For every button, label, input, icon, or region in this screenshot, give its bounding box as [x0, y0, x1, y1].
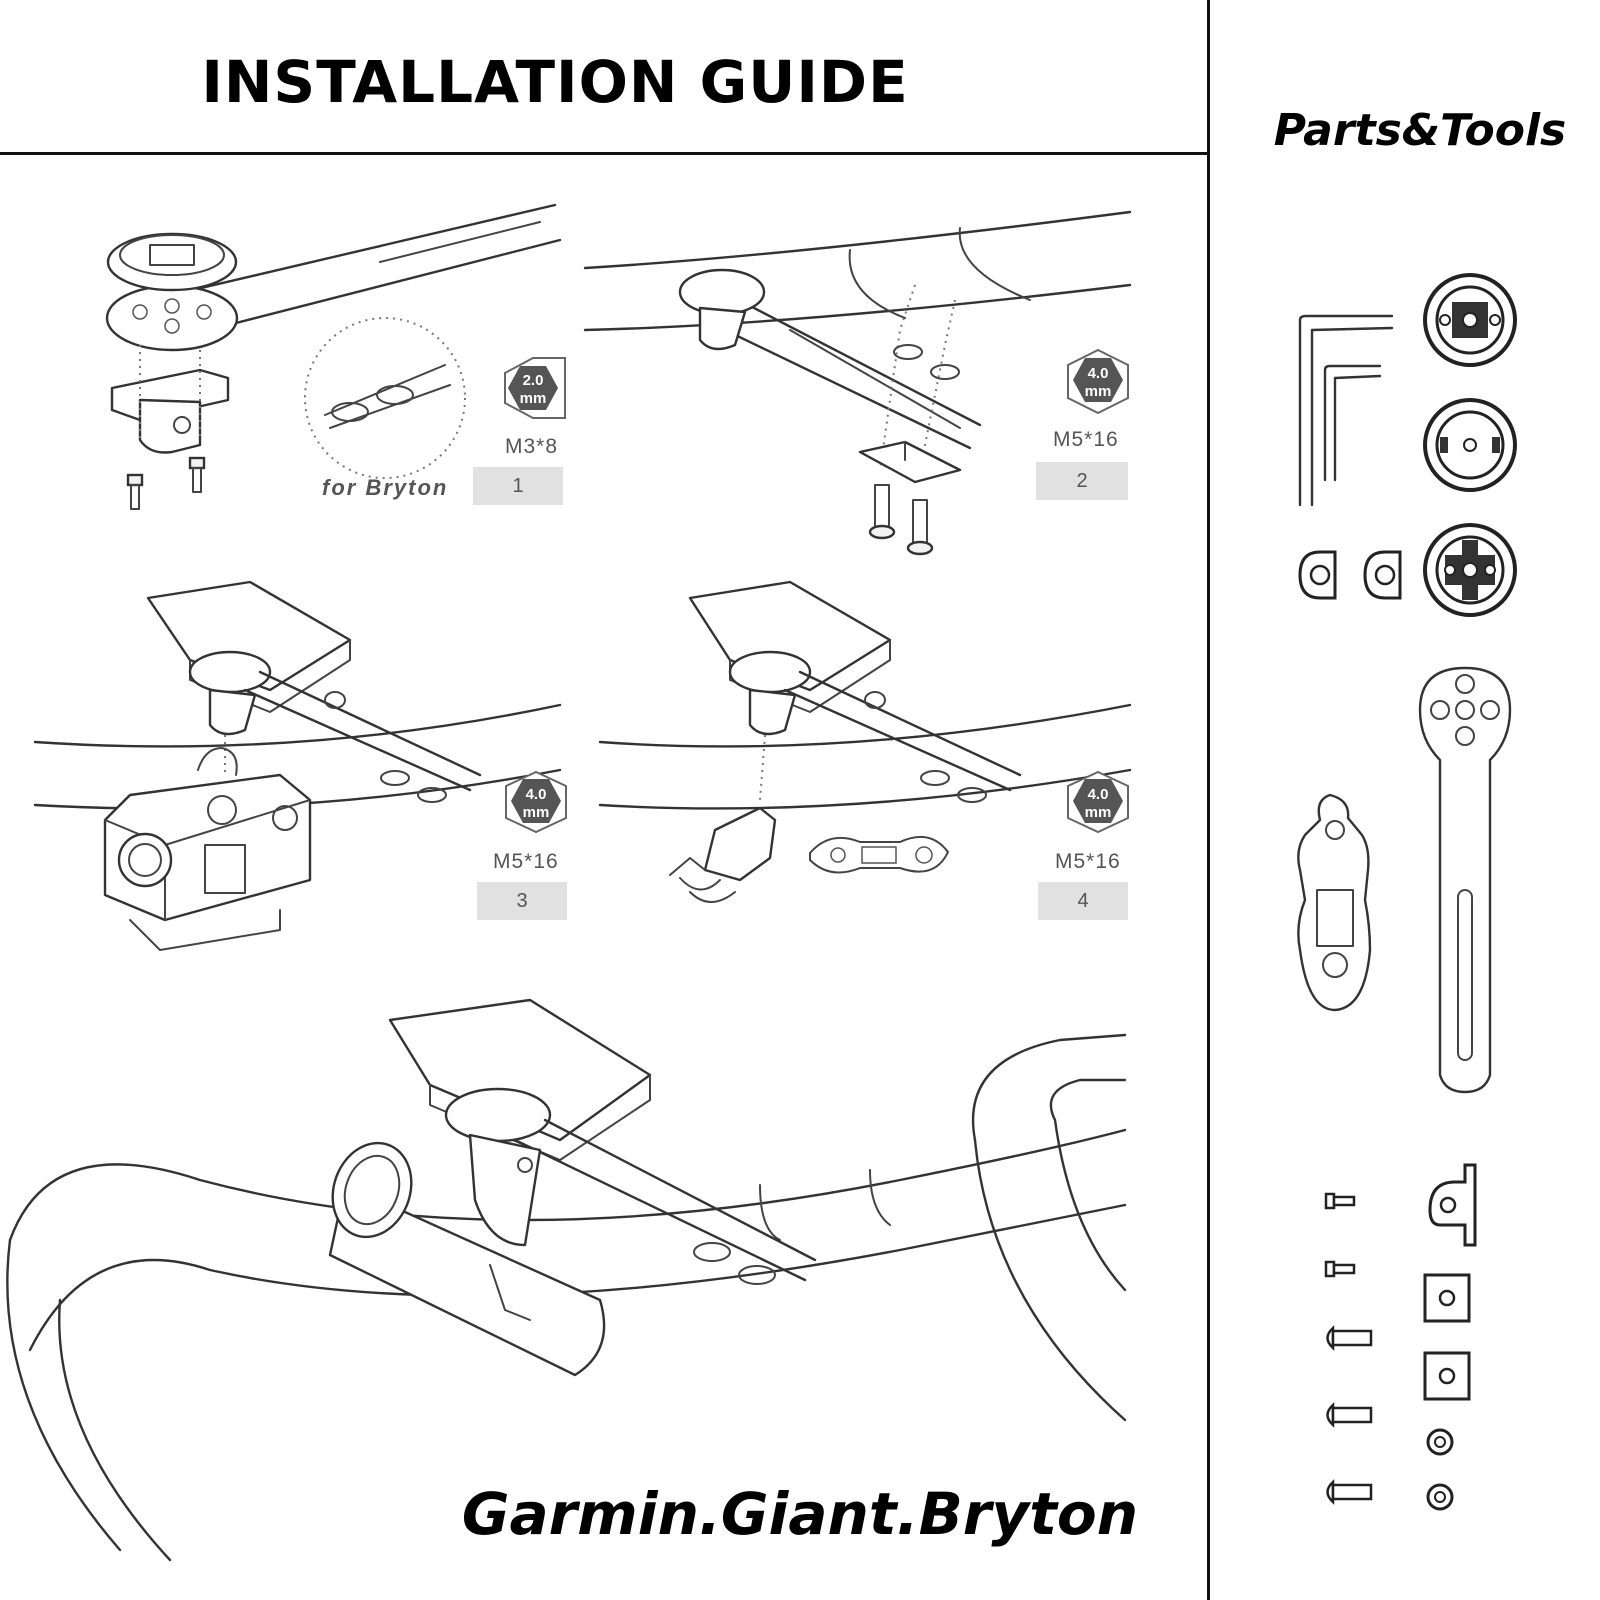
tool-size-unit-1: mm — [520, 390, 547, 407]
step-4-illustration — [598, 580, 1132, 903]
step-1-illustration — [105, 203, 562, 510]
final-assembly-illustration — [6, 998, 1127, 1562]
screw-spec-step-2: M5*16 — [1053, 428, 1119, 451]
tool-size-top-4: 4.0 — [1088, 786, 1109, 803]
out-front-arm-icon — [1418, 666, 1512, 1094]
hex-badge-step-4: 4.0 mm — [1067, 770, 1129, 834]
column-divider — [1207, 0, 1210, 1600]
hex-badge-step-1: 2.0 mm — [504, 357, 566, 419]
screw-spec-step-1: M3*8 — [505, 435, 559, 458]
step-number-3: 3 — [477, 882, 567, 920]
title-divider — [0, 152, 1207, 155]
bryton-detail-label: for Bryton — [322, 475, 449, 500]
plate-icon — [1423, 1273, 1471, 1401]
tool-size-top-1: 2.0 — [523, 372, 544, 389]
shim-icon — [1298, 550, 1402, 600]
screw-spec-step-4: M5*16 — [1055, 850, 1121, 873]
step-2-illustration — [583, 210, 1132, 556]
tool-size-unit-3: mm — [523, 804, 550, 821]
mount-adapter-icon — [1423, 273, 1517, 617]
tool-size-top-3: 4.0 — [526, 786, 547, 803]
compatible-brands: Garmin.Giant.Bryton — [461, 1480, 1139, 1548]
hex-wrench-icon — [1298, 314, 1394, 507]
step-number-2: 2 — [1036, 462, 1128, 500]
step-number-1: 1 — [473, 467, 563, 505]
hex-badge-step-2: 4.0 mm — [1067, 348, 1129, 415]
parts-tools-title: Parts&Tools — [1273, 105, 1567, 156]
screw-spec-step-3: M5*16 — [493, 850, 559, 873]
tool-size-top-2: 4.0 — [1088, 365, 1109, 382]
washer-icon — [1426, 1428, 1454, 1511]
tool-size-unit-2: mm — [1085, 383, 1112, 400]
bracket-icon — [1428, 1163, 1477, 1247]
screw-icon — [1324, 1192, 1373, 1505]
tool-size-unit-4: mm — [1085, 804, 1112, 821]
step-3-illustration — [33, 580, 562, 951]
page-title: INSTALLATION GUIDE — [201, 48, 909, 116]
wrench-tool-icon — [1297, 793, 1372, 1012]
hex-badge-step-3: 4.0 mm — [505, 770, 567, 834]
step-number-4: 4 — [1038, 882, 1128, 920]
